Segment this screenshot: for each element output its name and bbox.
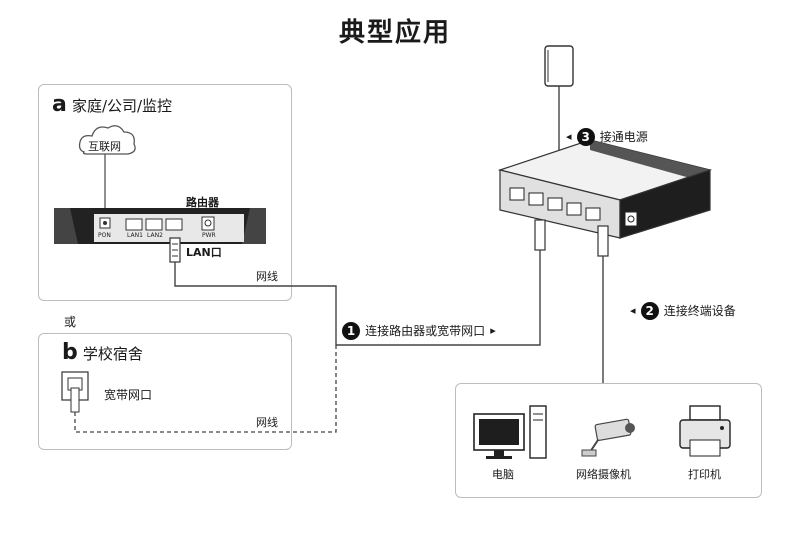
section-a-header: a 家庭/公司/监控	[52, 92, 172, 117]
section-b-header: b 学校宿舍	[62, 340, 143, 365]
section-b-letter: b	[62, 340, 78, 365]
printer-icon	[679, 405, 731, 457]
cloud-icon	[78, 125, 136, 155]
page-title: 典型应用	[338, 18, 451, 48]
router-device	[54, 208, 266, 244]
step-1-badge: 1	[342, 321, 360, 340]
step-3: ◂ 3 接通电源	[566, 126, 648, 146]
camera-icon	[581, 418, 635, 457]
section-a-label: 家庭/公司/监控	[71, 97, 173, 115]
computer-icon	[473, 405, 547, 459]
panel-a	[38, 84, 292, 301]
switch-device	[497, 139, 713, 239]
or-text: 或	[64, 315, 77, 329]
port-pon-label: PON	[98, 232, 111, 239]
section-b-label: 学校宿舍	[82, 345, 143, 363]
device-computer-label: 电脑	[492, 468, 514, 481]
step-2-arrow-icon: ◂	[630, 304, 636, 317]
router-label: 路由器	[186, 196, 219, 209]
lan-port-label: LAN口	[186, 246, 222, 259]
cable-label-b: 网线	[256, 416, 278, 429]
step-3-label: 接通电源	[599, 130, 648, 144]
device-camera-label: 网络摄像机	[576, 468, 631, 481]
device-printer-label: 打印机	[688, 468, 721, 481]
port-lan1-label: LAN1	[127, 232, 143, 239]
step-1-arrow-icon: ▸	[490, 324, 496, 337]
step-3-arrow-icon: ◂	[566, 130, 572, 143]
wall-port-label: 宽带网口	[104, 388, 153, 402]
step-1-label: 连接路由器或宽带网口	[365, 324, 486, 338]
internet-label: 互联网	[88, 140, 121, 153]
power-adapter-icon	[544, 45, 574, 150]
port-lan2-label: LAN2	[147, 232, 163, 239]
cable-label-a: 网线	[256, 270, 278, 283]
section-a-letter: a	[52, 92, 67, 117]
step-2-badge: 2	[640, 301, 659, 320]
step-2: ◂ 2 连接终端设备	[630, 300, 736, 320]
step-2-label: 连接终端设备	[663, 304, 736, 318]
port-pwr-label: PWR	[202, 232, 216, 239]
step-3-badge: 3	[576, 127, 595, 146]
step-1: 1 连接路由器或宽带网口 ▸	[342, 320, 496, 340]
